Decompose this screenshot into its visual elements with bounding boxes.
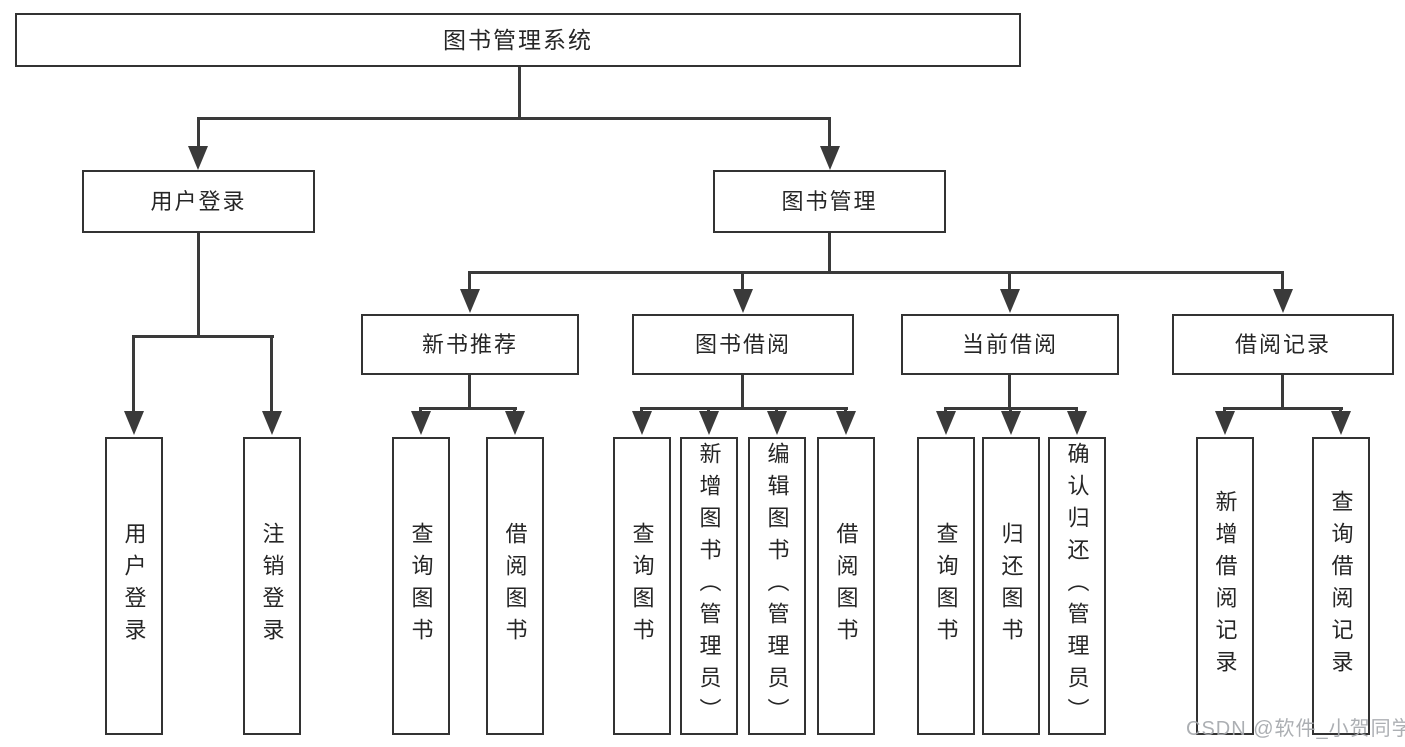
edge-user-login-rail — [132, 335, 274, 338]
leaf-query-borrow-record-label: 查询借阅记录 — [1328, 490, 1354, 682]
leaf-edit-books-admin-label: 编辑图书（管理员） — [764, 442, 790, 730]
edge-book-borrow-rail — [640, 407, 848, 410]
leaf-add-books-admin: 新增图书（管理员） — [680, 437, 738, 735]
edge-book-mgmt-trunk — [828, 233, 831, 274]
node-borrow-records-label: 借阅记录 — [1234, 331, 1331, 357]
edge-stem-book-borrow — [741, 271, 744, 291]
edge-stem-new-book-rec — [468, 271, 471, 291]
edge-book-mgmt-rail — [469, 271, 1284, 274]
leaf-borrow-books: 借阅图书 — [817, 437, 875, 735]
arrowhead-br-add — [1215, 411, 1235, 435]
edge-borrow-records-rail — [1223, 407, 1343, 410]
leaf-rec-borrow-books-label: 借阅图书 — [502, 522, 528, 650]
csdn-watermark: CSDN @软件_小贺同学 — [1186, 718, 1405, 740]
arrowhead-new-book-rec — [460, 289, 480, 313]
node-book-mgmt-label: 图书管理 — [781, 188, 878, 214]
arrowhead-cb-confirm — [1067, 411, 1087, 435]
leaf-rec-query-books: 查询图书 — [392, 437, 450, 735]
node-new-book-rec: 新书推荐 — [361, 314, 579, 375]
node-new-book-rec-label: 新书推荐 — [421, 331, 518, 357]
node-current-borrow: 当前借阅 — [901, 314, 1119, 375]
node-user-login-label: 用户登录 — [150, 188, 247, 214]
leaf-current-query-books: 查询图书 — [917, 437, 975, 735]
edge-stem-leaf-user-login — [132, 335, 135, 413]
arrowhead-bb-query — [632, 411, 652, 435]
arrowhead-book-mgmt — [820, 146, 840, 170]
edge-book-borrow-trunk — [741, 375, 744, 410]
arrowhead-user-login — [188, 146, 208, 170]
edge-borrow-records-trunk — [1281, 375, 1284, 410]
leaf-borrow-query-books-label: 查询图书 — [629, 522, 655, 650]
leaf-return-books: 归还图书 — [982, 437, 1040, 735]
node-borrow-records: 借阅记录 — [1172, 314, 1394, 375]
leaf-edit-books-admin: 编辑图书（管理员） — [748, 437, 806, 735]
arrowhead-borrow-records — [1273, 289, 1293, 313]
node-book-mgmt: 图书管理 — [713, 170, 946, 233]
node-current-borrow-label: 当前借阅 — [961, 331, 1058, 357]
edge-current-borrow-trunk — [1008, 375, 1011, 410]
arrowhead-leaf-user-login — [124, 411, 144, 435]
leaf-borrow-books-label: 借阅图书 — [833, 522, 859, 650]
edge-root-trunk — [518, 67, 521, 120]
arrowhead-bb-borrow — [836, 411, 856, 435]
edge-stem-leaf-logout — [270, 335, 273, 413]
leaf-add-borrow-record: 新增借阅记录 — [1196, 437, 1254, 735]
edge-user-login-trunk — [197, 233, 200, 338]
arrowhead-bb-edit — [767, 411, 787, 435]
leaf-confirm-return-admin: 确认归还（管理员） — [1048, 437, 1106, 735]
arrowhead-rec-query — [411, 411, 431, 435]
leaf-query-borrow-record: 查询借阅记录 — [1312, 437, 1370, 735]
node-user-login: 用户登录 — [82, 170, 315, 233]
edge-stem-user-login — [197, 117, 200, 148]
edge-stem-current-borrow — [1008, 271, 1011, 291]
edge-new-book-rec-rail — [419, 407, 517, 410]
edge-stem-borrow-records — [1281, 271, 1284, 291]
leaf-add-borrow-record-label: 新增借阅记录 — [1212, 490, 1238, 682]
leaf-user-login: 用户登录 — [105, 437, 163, 735]
arrowhead-rec-borrow — [505, 411, 525, 435]
arrowhead-leaf-logout — [262, 411, 282, 435]
leaf-return-books-label: 归还图书 — [998, 522, 1024, 650]
arrowhead-br-query — [1331, 411, 1351, 435]
leaf-confirm-return-admin-label: 确认归还（管理员） — [1064, 442, 1090, 730]
leaf-rec-query-books-label: 查询图书 — [408, 522, 434, 650]
leaf-add-books-admin-label: 新增图书（管理员） — [696, 442, 722, 730]
edge-root-rail — [197, 117, 831, 120]
node-root-label: 图书管理系统 — [443, 26, 593, 53]
arrowhead-book-borrow — [733, 289, 753, 313]
leaf-user-login-label: 用户登录 — [121, 522, 147, 650]
arrowhead-bb-add — [699, 411, 719, 435]
node-book-borrow-label: 图书借阅 — [694, 331, 791, 357]
leaf-logout: 注销登录 — [243, 437, 301, 735]
arrowhead-current-borrow — [1000, 289, 1020, 313]
leaf-borrow-query-books: 查询图书 — [613, 437, 671, 735]
node-book-borrow: 图书借阅 — [632, 314, 854, 375]
edge-new-book-rec-trunk — [468, 375, 471, 410]
leaf-logout-label: 注销登录 — [259, 522, 285, 650]
leaf-current-query-books-label: 查询图书 — [933, 522, 959, 650]
node-root-system: 图书管理系统 — [15, 13, 1021, 67]
edge-stem-book-mgmt — [828, 117, 831, 148]
arrowhead-cb-query — [936, 411, 956, 435]
arrowhead-cb-return — [1001, 411, 1021, 435]
leaf-rec-borrow-books: 借阅图书 — [486, 437, 544, 735]
